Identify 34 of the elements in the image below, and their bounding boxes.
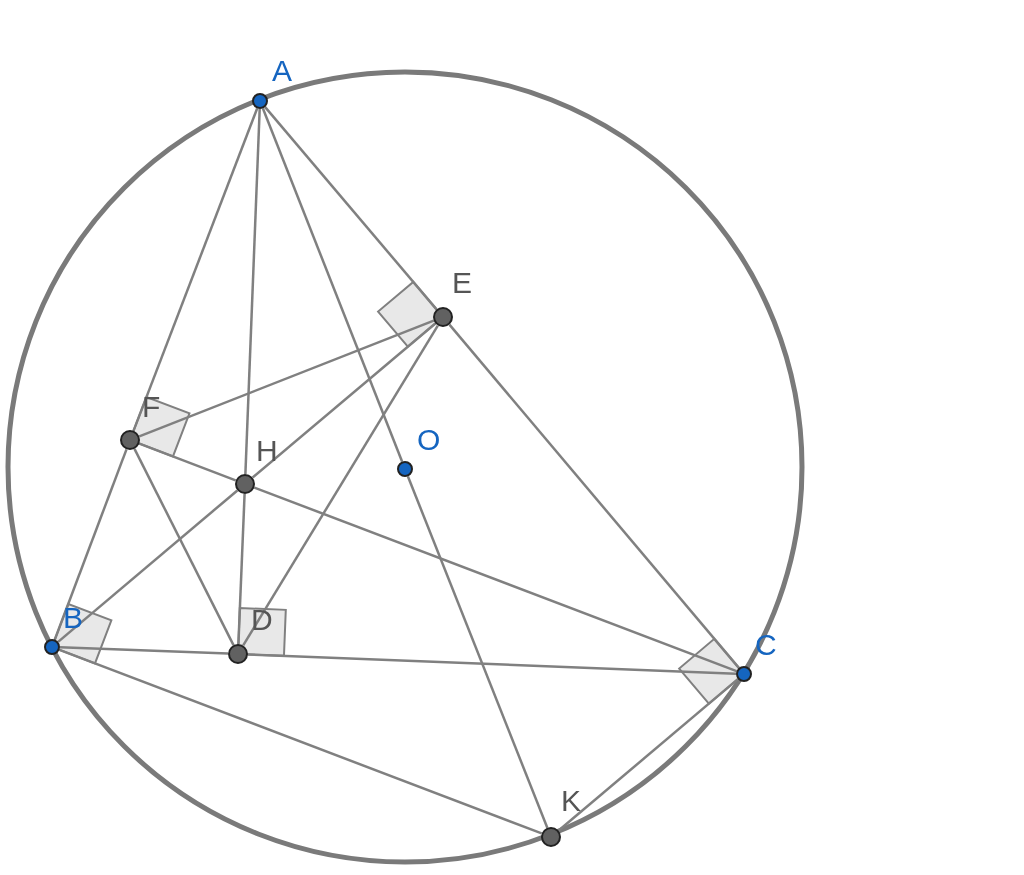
point-label: B — [63, 603, 83, 633]
point-label: K — [561, 786, 581, 816]
line-segment — [57, 489, 239, 643]
line-segment — [253, 486, 737, 673]
point-dot — [252, 93, 268, 109]
point-label: O — [417, 425, 441, 455]
line-segment — [53, 448, 128, 640]
point-label: E — [452, 268, 472, 298]
point-label: H — [256, 436, 278, 466]
point-dot — [541, 827, 561, 847]
line-segment — [251, 322, 437, 479]
line-segment — [242, 324, 439, 647]
point-dot — [235, 474, 255, 494]
line-segment — [138, 442, 237, 482]
line-segment — [237, 493, 246, 645]
line-segment — [132, 108, 259, 432]
line-segment — [59, 646, 229, 655]
line-segment — [244, 108, 261, 475]
point-dot — [44, 639, 60, 655]
line-segment — [247, 653, 737, 675]
point-dot — [433, 307, 453, 327]
line-segment — [557, 678, 739, 832]
point-label: F — [142, 392, 161, 422]
point-dot — [228, 644, 248, 664]
point-dot — [397, 461, 413, 477]
line-segment — [406, 475, 549, 829]
line-segment — [448, 323, 740, 669]
point-label: A — [272, 56, 292, 86]
line-segment — [59, 648, 543, 835]
line-segment — [138, 319, 435, 438]
line-segment — [261, 108, 404, 462]
line-segment — [264, 106, 438, 311]
line-segment — [133, 448, 235, 646]
point-dot — [120, 430, 140, 450]
